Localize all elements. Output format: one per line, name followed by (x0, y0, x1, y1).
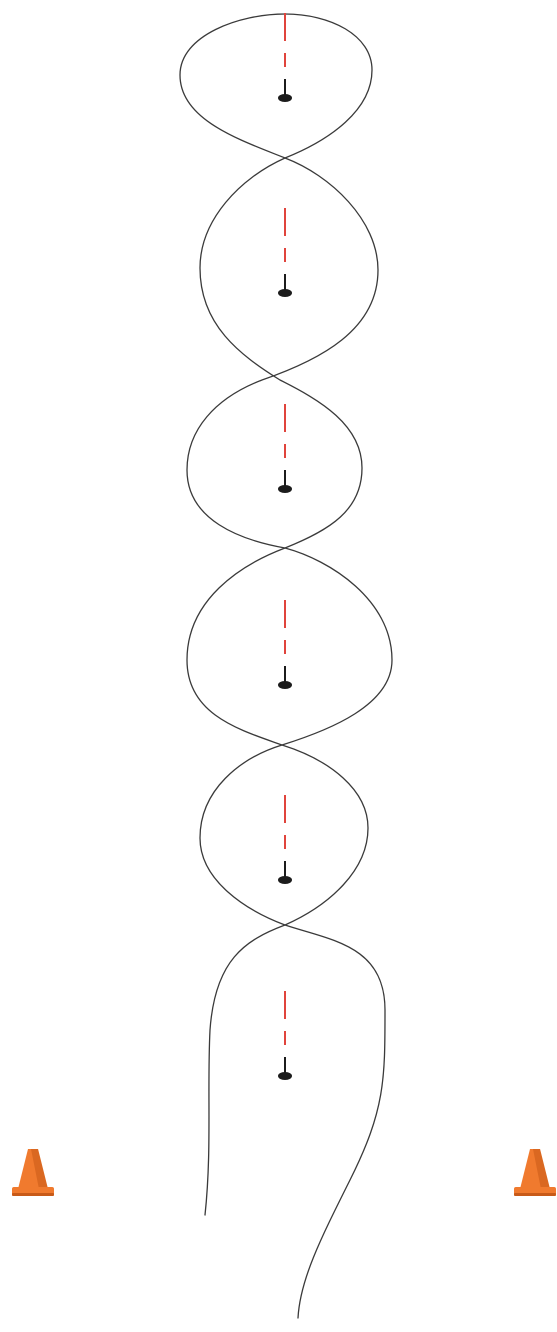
slalom-pole-icon (278, 795, 292, 884)
traffic-cone-icon (514, 1149, 556, 1196)
slalom-pole-icon (278, 991, 292, 1080)
slalom-pole-icon (278, 404, 292, 493)
weaving-path-strand-b (179, 13, 393, 1319)
pole-base (278, 94, 292, 102)
pole-base (278, 289, 292, 297)
weaving-path-strand-a (186, 13, 373, 1216)
pole-base (278, 485, 292, 493)
cones (12, 1149, 556, 1196)
poles (278, 13, 292, 1080)
slalom-pole-icon (278, 600, 292, 689)
slalom-pole-icon (278, 208, 292, 297)
pole-base (278, 1072, 292, 1080)
weaving-path (179, 13, 393, 1319)
traffic-cone-icon (12, 1149, 54, 1196)
pole-base (278, 876, 292, 884)
pole-base (278, 681, 292, 689)
slalom-pole-icon (278, 13, 292, 102)
